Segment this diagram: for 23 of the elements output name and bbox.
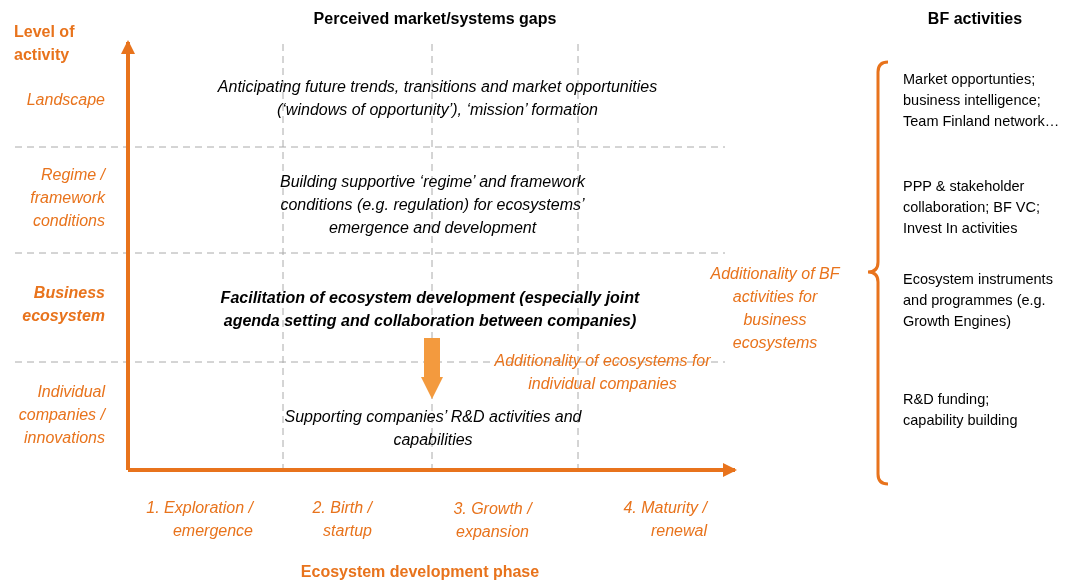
phase-label: 1. Exploration / emergence <box>145 498 253 541</box>
level-label: Business ecosystem <box>21 283 105 326</box>
axis-title: Level of activity <box>14 22 76 65</box>
activity-text: PPP & stakeholder collaboration; BF VC; Invest In activities <box>903 177 1041 238</box>
additionality-text: Additionality of BF activities for business ecosystems <box>710 264 840 353</box>
phase-label: 4. Maturity / renewal <box>622 498 707 541</box>
phase-label: 3. Growth / expansion <box>452 499 534 542</box>
gap-text: Building supportive ‘regime’ and framework conditions (e.g. regulation) for ecosystems’ emergence and development <box>278 172 587 238</box>
level-label: Landscape <box>25 90 105 110</box>
column-heading: BF activities <box>926 9 1024 29</box>
phase-label: 2. Birth / startup <box>311 498 372 541</box>
additionality-text: Additionality of ecosystems for individual companies <box>493 351 712 394</box>
level-label: Individual companies / innovations <box>17 382 105 448</box>
activity-text: Ecosystem instruments and programmes (e.g. Growth Engines) <box>903 270 1054 331</box>
axis-title: Ecosystem development phase <box>299 562 541 582</box>
gap-text: Anticipating future trends, transitions and market opportunities (‘windows of opportunity’), ‘mission’ formation <box>216 77 659 120</box>
axis-heading: Perceived market/systems gaps <box>312 9 558 29</box>
activity-text: R&D funding; capability building <box>903 390 1019 430</box>
phase-text: Supporting companies’ R&D activities and capabilities <box>258 405 608 451</box>
phase-text: Facilitation of ecosystem development (especially joint agenda setting and collaboration between companies) <box>200 286 660 332</box>
arrow <box>421 338 443 399</box>
level-label: Regime / framework conditions <box>29 165 105 231</box>
activity-text: Market opportunties; business intelligence; Team Finland network… <box>903 70 1061 131</box>
